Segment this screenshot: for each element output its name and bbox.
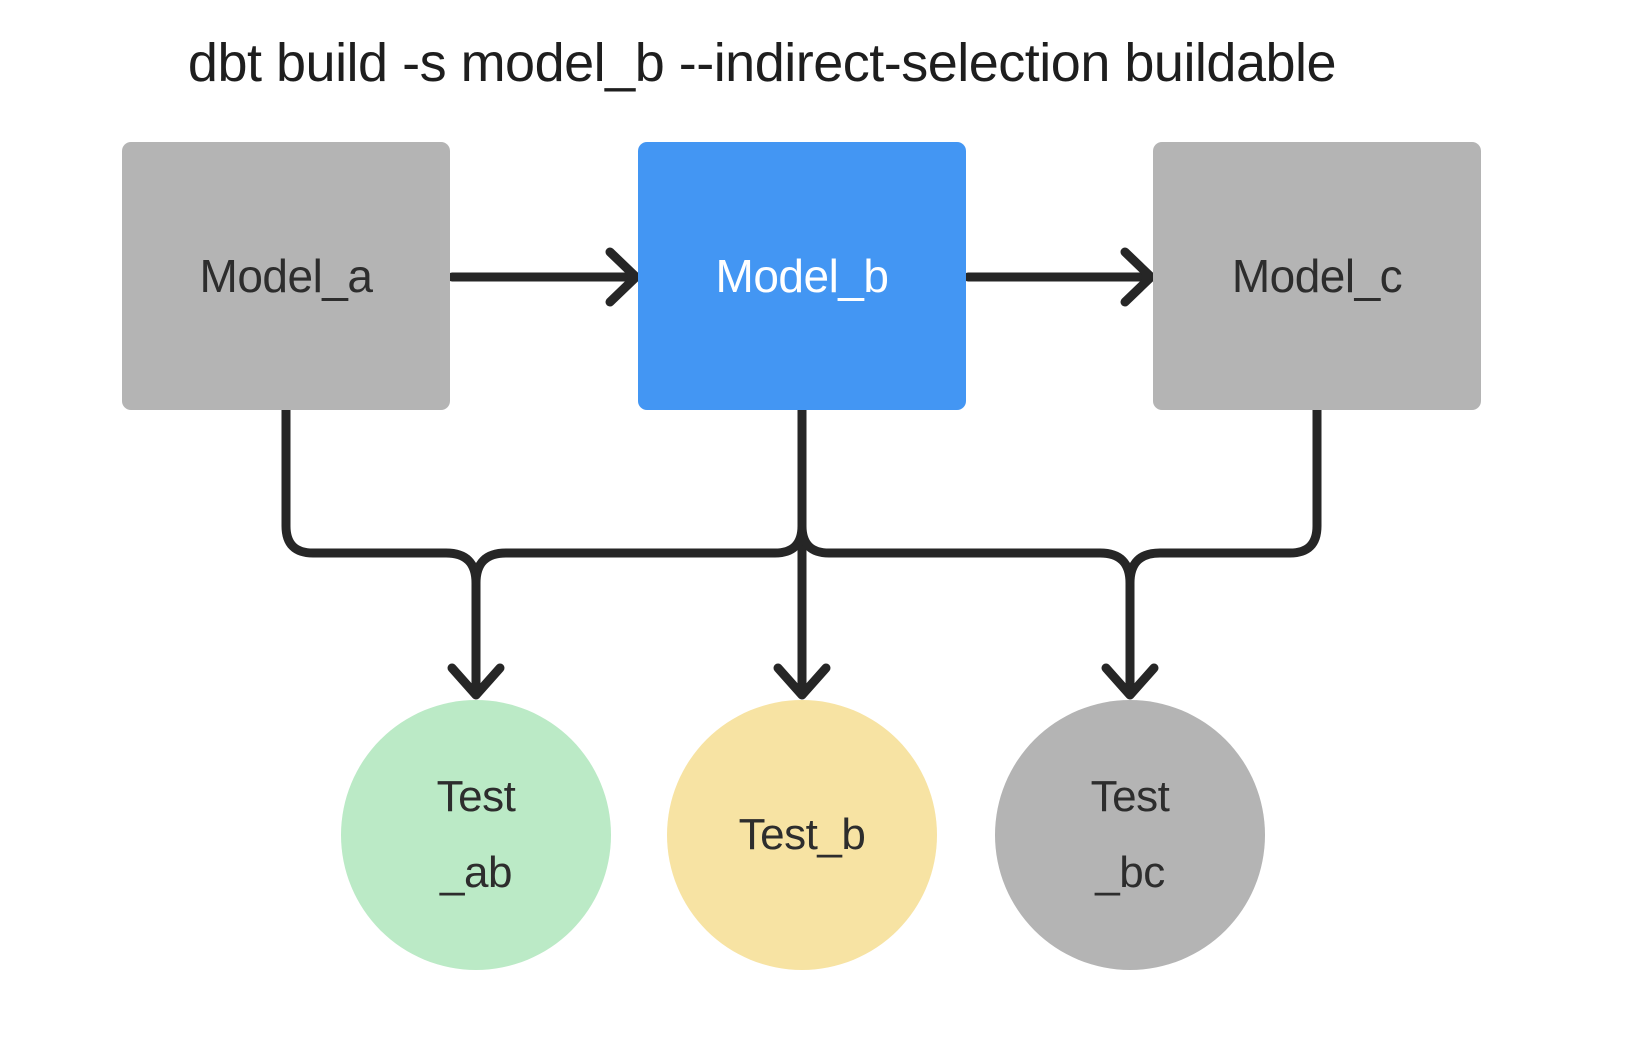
arrowhead-test-b-icon [773, 663, 831, 700]
arrowhead-test-ab-icon [447, 663, 505, 700]
edge-model-c-to-test-bc [1125, 405, 1322, 588]
test-b-label-line1: Test_b [738, 810, 866, 860]
arrowhead-model-b-icon [605, 247, 641, 307]
model-c-node: Model_c [1153, 142, 1481, 410]
test-ab-label-line2: _ab [440, 848, 512, 897]
test-bc-label-line1: Test [1090, 772, 1170, 822]
edge-model-b-to-test-bc [797, 405, 1135, 691]
model-b-node-selected: Model_b [638, 142, 966, 410]
model-a-label: Model_a [199, 250, 373, 302]
test-ab-label-line1: Test [436, 772, 516, 822]
edge-model-b-to-test-ab [471, 405, 807, 588]
test-bc-node: Test _bc [995, 700, 1265, 970]
test-b-node: Test_b [667, 700, 937, 970]
arrowhead-model-c-icon [1120, 247, 1156, 307]
test-ab-node: Test _ab [341, 700, 611, 970]
model-a-node: Model_a [122, 142, 450, 410]
test-bc-label-line2: _bc [1095, 848, 1165, 897]
arrowhead-test-bc-icon [1101, 663, 1159, 700]
edge-model-a-to-test-ab [281, 405, 481, 691]
model-b-label: Model_b [715, 250, 889, 302]
diagram-title: dbt build -s model_b --indirect-selectio… [187, 33, 1337, 93]
model-c-label: Model_c [1231, 250, 1403, 302]
